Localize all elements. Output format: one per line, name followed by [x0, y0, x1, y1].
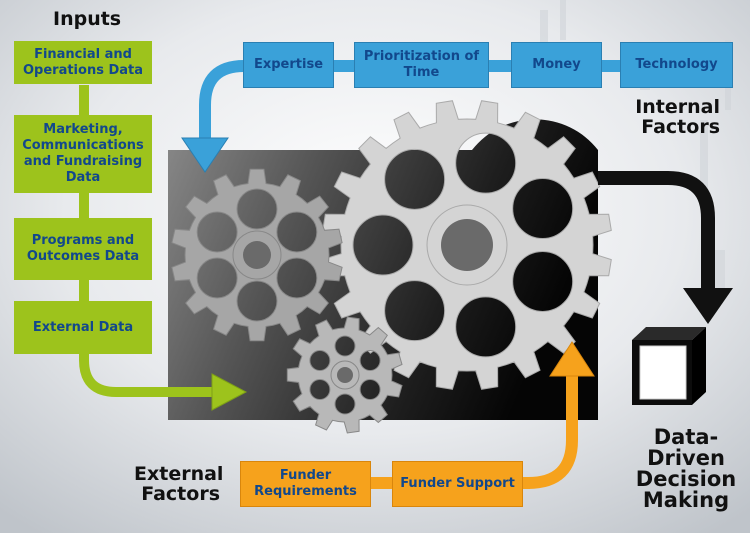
- internal-heading-line2: Factors: [641, 115, 720, 138]
- input-financial-box: Financial and Operations Data: [14, 41, 152, 84]
- output-line3: Decision: [635, 467, 737, 491]
- internal-technology-box: Technology: [620, 42, 733, 88]
- output-arrowhead: [683, 288, 733, 324]
- internal-factors-heading: Internal Factors: [632, 96, 720, 138]
- input-external-box: External Data: [14, 301, 152, 354]
- output-arrow: [598, 171, 715, 290]
- medium-gear-icon: [171, 168, 343, 342]
- input-marketing-box: Marketing, Communications and Fundraisin…: [14, 115, 152, 193]
- output-label: Data- Driven Decision Making: [630, 427, 742, 511]
- output-line4: Making: [642, 488, 730, 512]
- external-arrowhead: [549, 341, 595, 377]
- external-funder-support-box: Funder Support: [392, 461, 523, 507]
- output-line1: Data-: [653, 425, 719, 449]
- external-funder-requirements-box: Funder Requirements: [240, 461, 371, 507]
- external-heading-line2: Factors: [141, 482, 220, 505]
- external-heading-line1: External: [134, 463, 224, 485]
- decision-box-icon: [632, 327, 706, 405]
- inputs-heading: Inputs: [53, 8, 122, 30]
- internal-arrowhead: [181, 137, 229, 173]
- large-gear-icon: [322, 100, 612, 390]
- input-arrowhead: [211, 373, 248, 411]
- small-gear-icon: [286, 316, 403, 434]
- input-programs-box: Programs and Outcomes Data: [14, 218, 152, 280]
- internal-money-box: Money: [511, 42, 602, 88]
- internal-heading-line1: Internal: [635, 96, 720, 118]
- external-factors-heading: External Factors: [134, 463, 224, 505]
- internal-expertise-box: Expertise: [243, 42, 334, 88]
- internal-prioritization-box: Prioritization of Time: [354, 42, 489, 88]
- output-line2: Driven: [647, 446, 725, 470]
